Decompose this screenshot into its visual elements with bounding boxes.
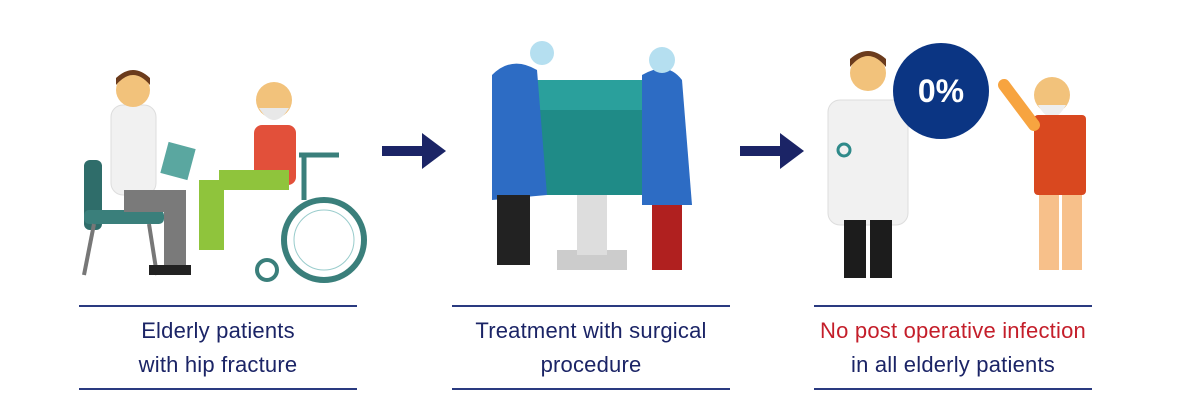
caption-line: Treatment with surgical bbox=[475, 318, 707, 343]
step-2-panel: Treatment with surgical procedure bbox=[452, 0, 732, 404]
bottom-divider bbox=[452, 388, 730, 390]
caption-line: in all elderly patients bbox=[851, 352, 1055, 377]
doctor-and-wheelchair-patient-illustration bbox=[82, 70, 367, 283]
step-2-caption: Treatment with surgical procedure bbox=[452, 314, 730, 382]
caption-line: Elderly patients bbox=[141, 318, 295, 343]
step-1-caption: Elderly patients with hip fracture bbox=[79, 314, 357, 382]
caption-line: with hip fracture bbox=[138, 352, 298, 377]
doctor-and-happy-patient-illustration bbox=[827, 51, 1086, 278]
zero-percent-badge: 0% bbox=[893, 43, 989, 139]
caption-line: procedure bbox=[540, 352, 642, 377]
surgeons-operating-illustration bbox=[492, 41, 692, 270]
arrow-right-icon bbox=[382, 133, 446, 169]
bottom-divider bbox=[814, 388, 1092, 390]
top-divider bbox=[814, 305, 1092, 307]
step-3-panel: 0% No post operative infection in all el… bbox=[814, 0, 1094, 404]
bottom-divider bbox=[79, 388, 357, 390]
arrow-right-icon bbox=[740, 133, 804, 169]
step-3-caption: No post operative infection in all elder… bbox=[814, 314, 1092, 382]
caption-line-highlight: No post operative infection bbox=[820, 318, 1086, 343]
step-1-panel: Elderly patients with hip fracture bbox=[79, 0, 367, 404]
top-divider bbox=[452, 305, 730, 307]
top-divider bbox=[79, 305, 357, 307]
